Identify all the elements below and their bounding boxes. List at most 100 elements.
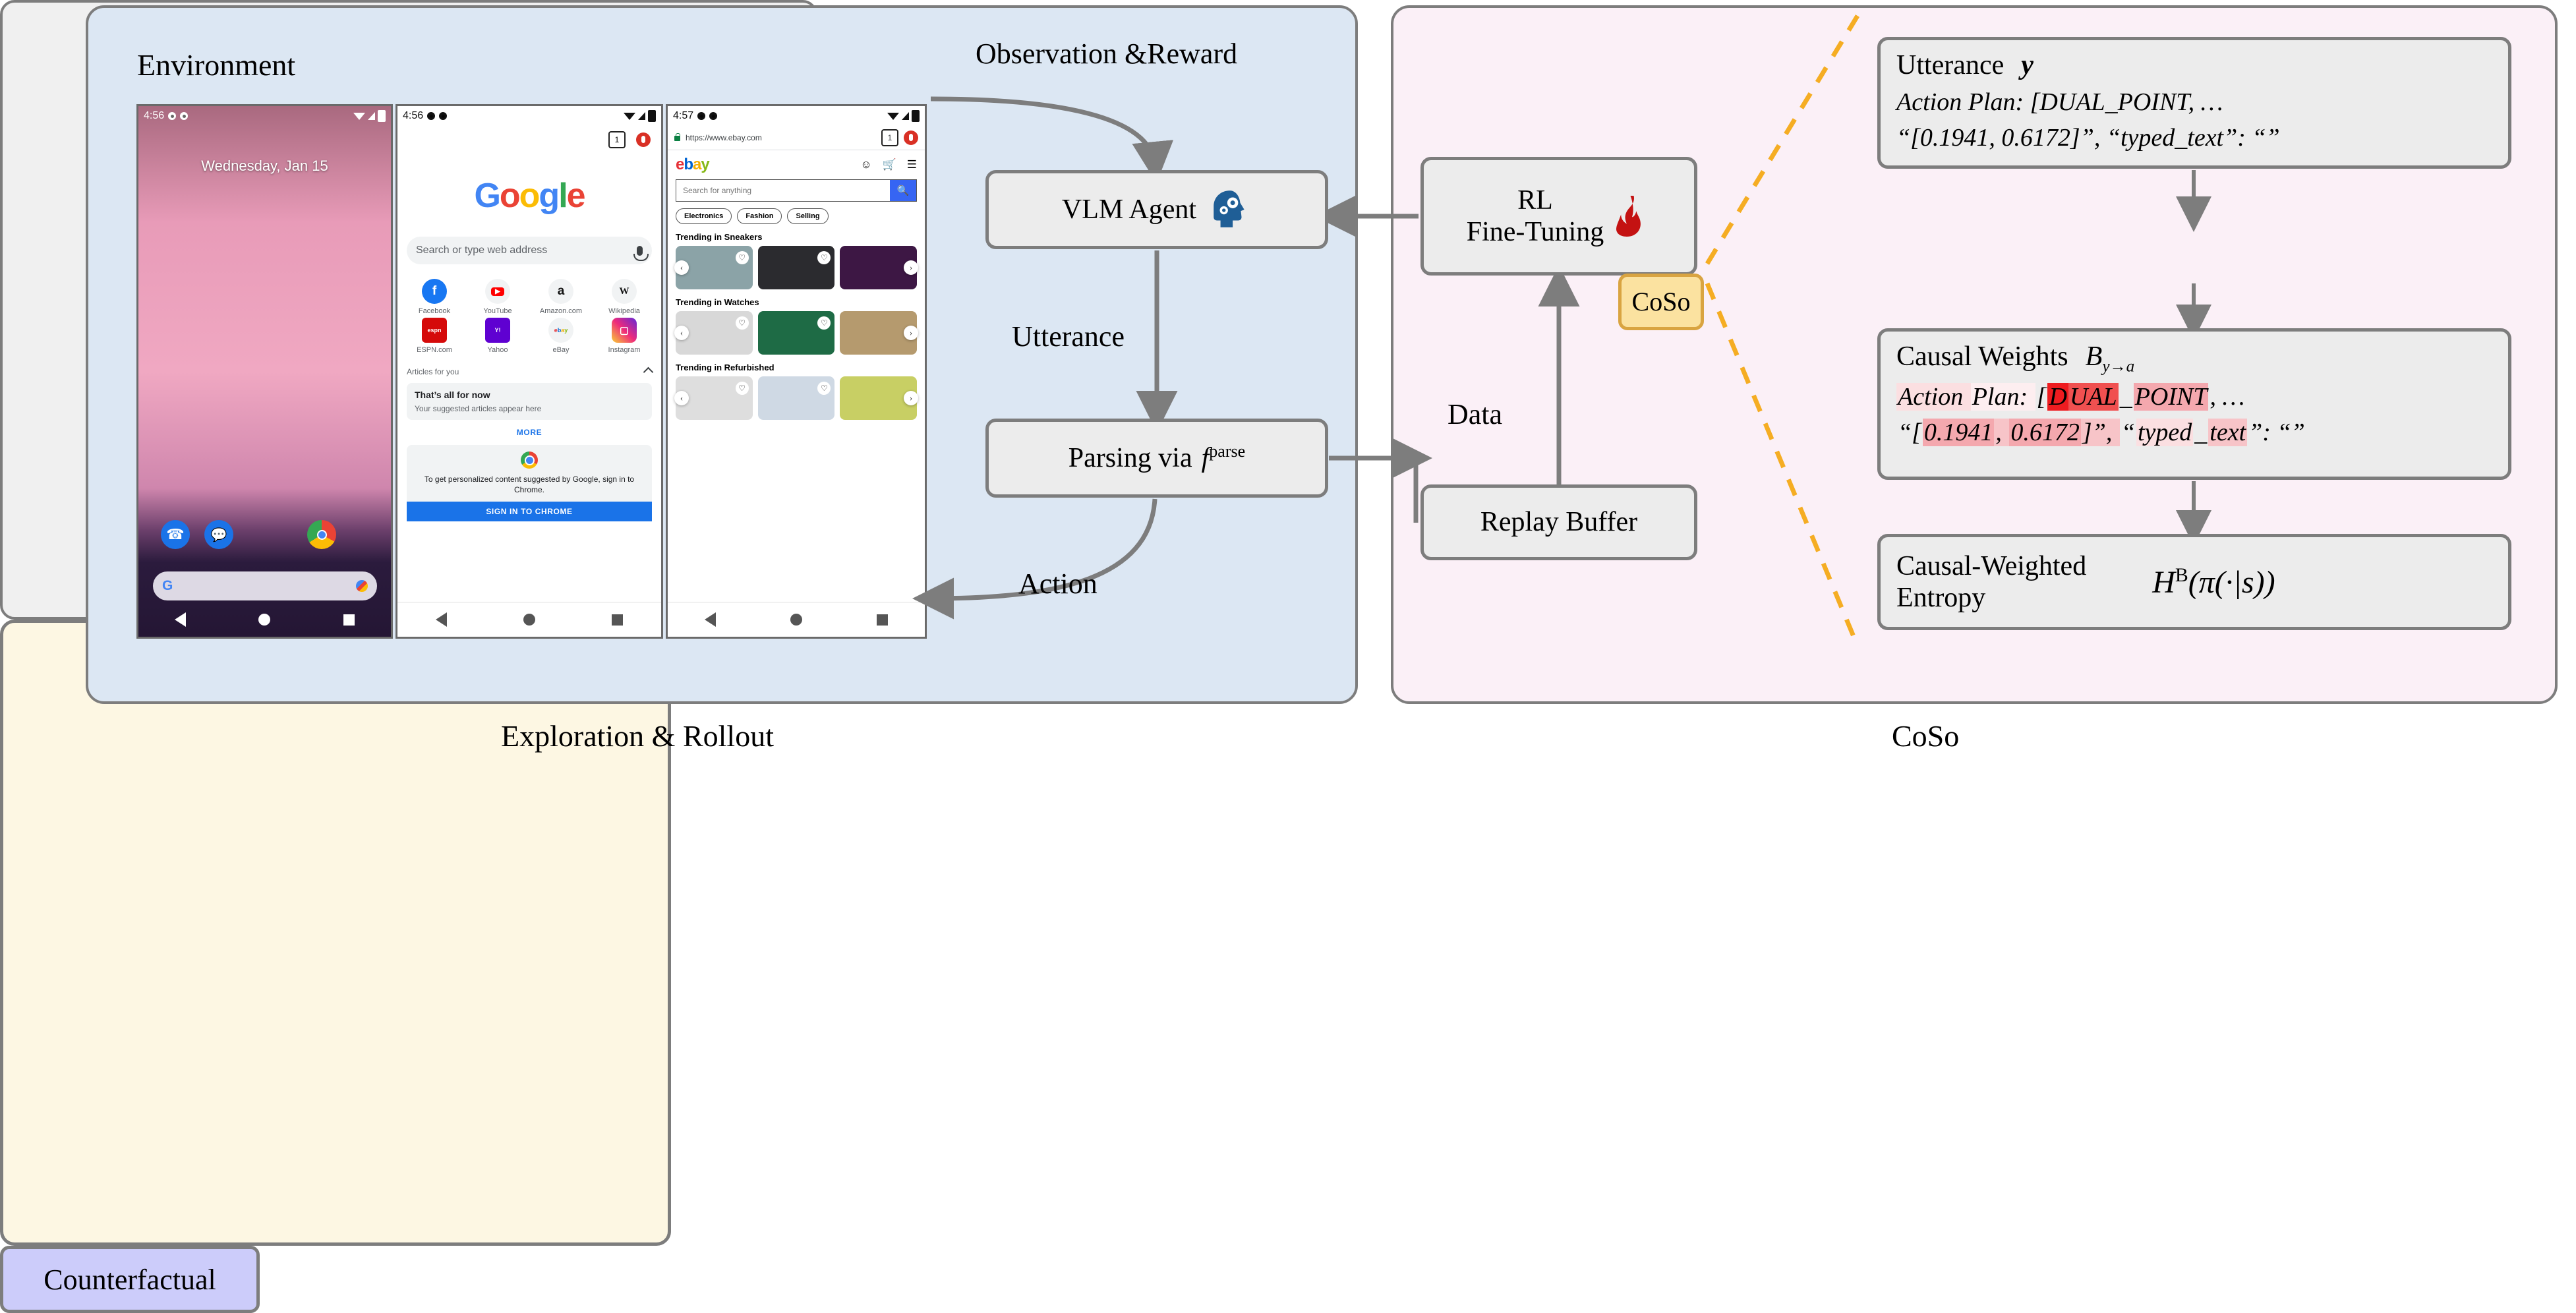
heart-icon[interactable]: ♡	[735, 382, 749, 395]
articles-section-header[interactable]: Articles for you	[407, 366, 654, 377]
home-button[interactable]	[258, 614, 271, 626]
causal-token: D	[2047, 383, 2068, 411]
menu-icon[interactable]	[636, 132, 651, 147]
entropy-formula-superscript: B	[2175, 564, 2188, 586]
recents-button[interactable]	[876, 614, 888, 626]
gear-icon	[709, 112, 718, 120]
chrome-icon	[521, 452, 538, 469]
signin-promo-card: To get personalized content suggested by…	[407, 445, 652, 522]
replay-buffer-box[interactable]: Replay Buffer	[1420, 484, 1697, 560]
parsing-box[interactable]: Parsing via fparse	[985, 419, 1328, 498]
chip-fashion[interactable]: Fashion	[737, 208, 782, 224]
url-text: https://www.ebay.com	[686, 133, 762, 142]
youtube-icon: ▶	[485, 279, 510, 304]
omnibox-search-input[interactable]: Search or type web address	[407, 237, 652, 264]
vlm-agent-box[interactable]: VLM Agent	[985, 170, 1328, 249]
menu-icon[interactable]	[904, 131, 918, 145]
account-icon[interactable]: ☺	[860, 158, 872, 171]
causal-token: typed	[2136, 419, 2194, 447]
sign-in-to-chrome-button[interactable]: SIGN IN TO CHROME	[407, 502, 652, 522]
assistant-icon[interactable]	[356, 580, 368, 592]
left-panel-caption: Exploration & Rollout	[501, 719, 774, 753]
ebay-search-bar[interactable]: Search for anything 🔍	[676, 179, 917, 202]
carousel-prev-button[interactable]: ‹	[674, 260, 689, 275]
parsing-function-superscript: parse	[1209, 442, 1246, 461]
product-thumbnail[interactable]: ♡	[757, 376, 835, 420]
shortcut-label: ESPN.com	[417, 346, 452, 354]
battery-icon	[912, 110, 920, 122]
rl-finetuning-box[interactable]: RL Fine-Tuning	[1420, 157, 1697, 276]
shortcut-tile[interactable]: W Wikipedia	[593, 279, 656, 315]
search-icon[interactable]: 🔍	[890, 180, 916, 201]
microphone-icon[interactable]	[633, 245, 649, 261]
heart-icon[interactable]: ♡	[817, 251, 831, 264]
causal-token: ]”,	[2080, 419, 2120, 447]
vlm-agent-label: VLM Agent	[1061, 194, 1197, 225]
product-thumbnail[interactable]: ♡	[757, 246, 835, 289]
recents-button[interactable]	[343, 614, 355, 626]
carousel-next-button[interactable]: ›	[904, 391, 918, 405]
product-thumbnail[interactable]: ♡	[757, 311, 835, 355]
search-input-placeholder[interactable]: Search for anything	[683, 186, 752, 195]
causal-token: Plan:	[1970, 383, 2035, 411]
tab-count-button[interactable]: 1	[881, 129, 898, 146]
shortcut-label: Wikipedia	[608, 307, 640, 315]
hamburger-menu-icon[interactable]: ☰	[906, 158, 917, 171]
shortcut-tile[interactable]: ▢ Instagram	[593, 318, 656, 354]
google-search-widget[interactable]: G	[153, 571, 377, 600]
address-bar[interactable]: https://www.ebay.com 1	[668, 126, 925, 150]
chip-electronics[interactable]: Electronics	[676, 208, 732, 224]
shortcut-tile[interactable]: a Amazon.com	[529, 279, 593, 315]
home-button[interactable]	[523, 614, 535, 626]
shortcut-tile[interactable]: f Facebook	[403, 279, 466, 315]
phone-icon[interactable]: ☎	[161, 520, 190, 549]
tab-count-button[interactable]: 1	[608, 131, 626, 148]
status-bar: 4:57	[668, 106, 925, 126]
causal-weights-symbol: B	[2085, 341, 2103, 372]
chip-selling[interactable]: Selling	[787, 208, 829, 224]
causal-token: UAL	[2068, 383, 2119, 411]
agent-head-gears-icon	[1214, 190, 1244, 227]
carousel-prev-button[interactable]: ‹	[674, 391, 689, 405]
parsing-label: Parsing via	[1068, 442, 1192, 473]
rl-line1: RL	[1517, 185, 1553, 216]
phone-screenshot-ebay: 4:57 https://www.ebay.com 1 ebay ☺ 🛒 ☰ S…	[666, 104, 927, 639]
carousel-prev-button[interactable]: ‹	[674, 326, 689, 340]
cart-icon[interactable]: 🛒	[882, 158, 896, 171]
facebook-icon: f	[422, 279, 447, 304]
shortcut-tile[interactable]: ▶ YouTube	[466, 279, 529, 315]
phone-screenshot-android-home: 4:56 Wednesday, Jan 15 ☎ 💬 G	[136, 104, 393, 639]
chevron-up-icon[interactable]	[643, 366, 654, 377]
battery-icon	[378, 110, 386, 122]
shortcut-tile[interactable]: espn ESPN.com	[403, 318, 466, 354]
heart-icon[interactable]: ♡	[735, 316, 749, 330]
heart-icon[interactable]: ♡	[817, 382, 831, 395]
carousel-next-button[interactable]: ›	[904, 260, 918, 275]
signal-icon	[368, 112, 375, 120]
status-time: 4:56	[144, 110, 165, 121]
shortcut-tile[interactable]: Y! Yahoo	[466, 318, 529, 354]
utterance-symbol: y	[2021, 50, 2034, 80]
home-button[interactable]	[790, 614, 802, 626]
gear-icon	[180, 112, 189, 120]
back-button[interactable]	[436, 612, 447, 627]
chrome-icon[interactable]	[307, 520, 336, 549]
yahoo-icon: Y!	[485, 318, 510, 343]
coso-badge[interactable]: CoSo	[1618, 274, 1704, 330]
messages-icon[interactable]: 💬	[204, 520, 233, 549]
more-button[interactable]: MORE	[516, 428, 542, 437]
counterfactual-box[interactable]: Counterfactual	[0, 1246, 260, 1313]
navigation-bar	[138, 602, 391, 637]
data-arrow-label: Data	[1448, 398, 1503, 430]
observation-reward-label: Observation &Reward	[976, 38, 1238, 70]
heart-icon[interactable]: ♡	[817, 316, 831, 330]
back-button[interactable]	[705, 612, 717, 627]
section-title: Trending in Watches	[676, 297, 759, 307]
recents-button[interactable]	[612, 614, 623, 626]
carousel-next-button[interactable]: ›	[904, 326, 918, 340]
back-button[interactable]	[175, 612, 187, 627]
gear-icon	[427, 112, 436, 120]
heart-icon[interactable]: ♡	[735, 251, 749, 264]
action-arrow-label: Action	[1018, 568, 1098, 600]
